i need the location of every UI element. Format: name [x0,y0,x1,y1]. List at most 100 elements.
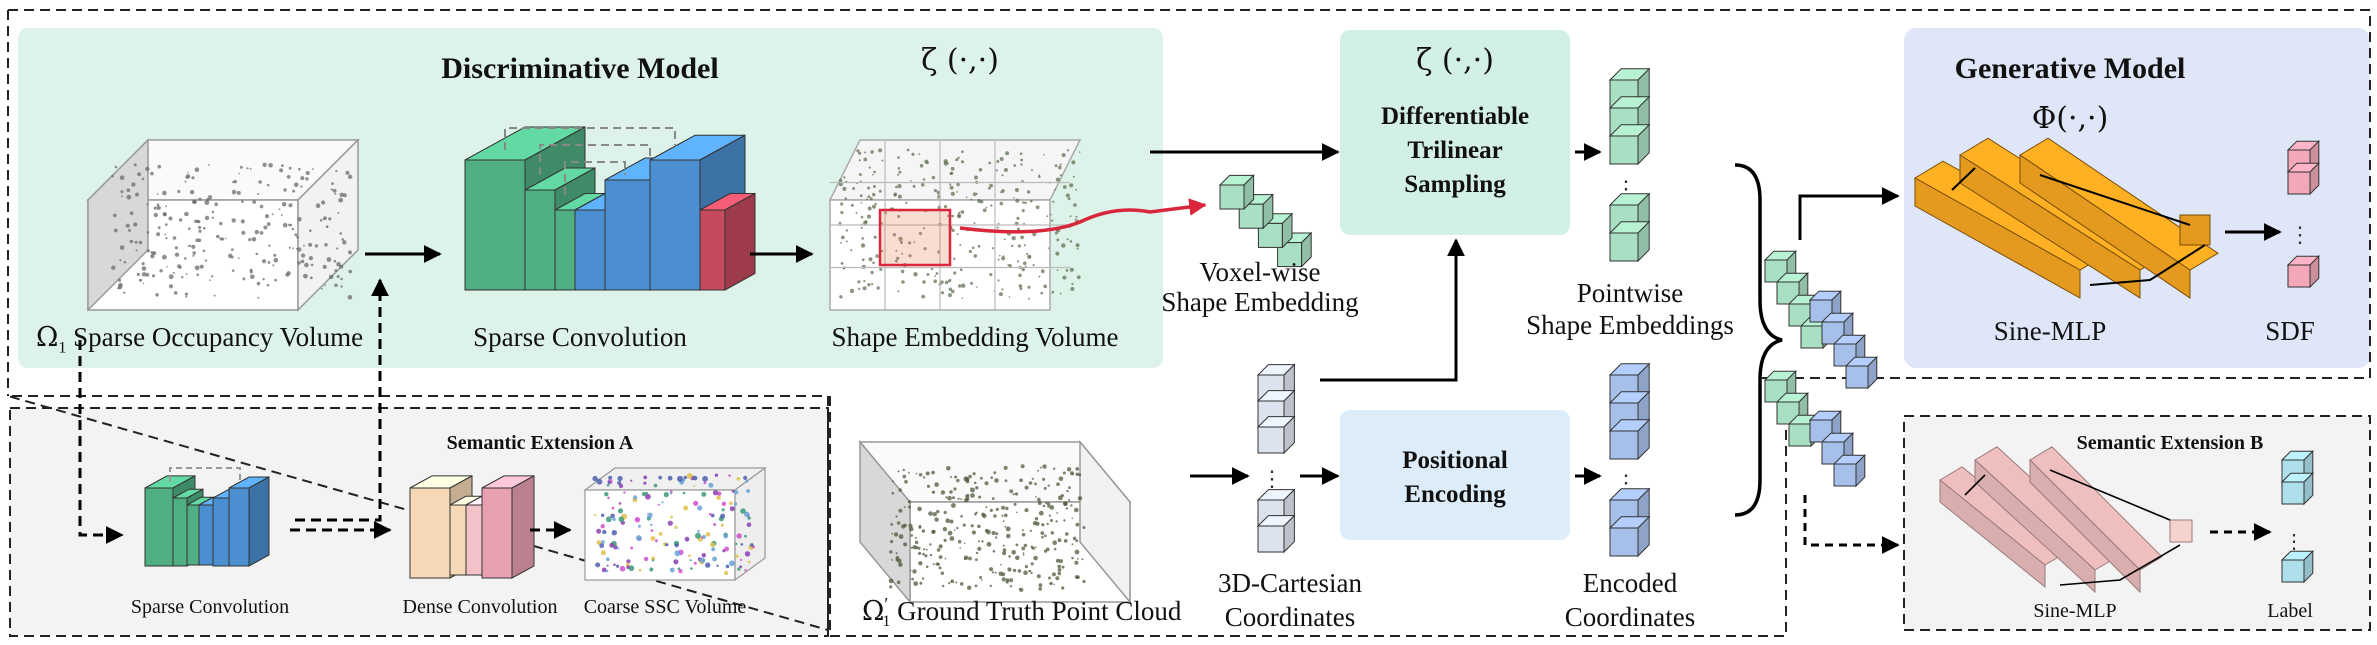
shape-volume-point [1026,190,1031,194]
ground-truth-cloud-point [1035,496,1037,498]
shape-volume-point [840,235,845,240]
ground-truth-cloud-point [909,526,914,532]
shape-volume-point [860,243,866,248]
shape-volume-point [951,228,955,232]
shape-volume-point [1008,296,1011,298]
ground-truth-cloud-point [898,534,904,539]
ground-truth-cloud-point [959,547,961,549]
ground-truth-cloud-point [1071,543,1074,546]
sparse-occupancy-volume-point [347,295,353,300]
ground-truth-cloud-point [938,555,943,559]
pointwise-label-line2: Shape Embeddings [1526,310,1734,340]
shape-volume-point [1071,282,1074,286]
ssc-point [630,546,634,550]
sparse-occupancy-volume-point [248,238,252,242]
shape-volume-point [867,195,871,199]
shape-volume-point [1032,264,1035,267]
shape-volume-point [897,167,901,170]
ssc-point [716,495,721,500]
sparse-occupancy-volume-point [202,249,206,253]
shape-volume-point [978,168,983,172]
ground-truth-cloud-point [911,577,914,581]
sparse-occupancy-volume-point [320,287,323,290]
ground-truth-cloud-point [1075,522,1080,527]
shape-volume-point [858,287,861,290]
ground-truth-cloud-point [943,510,947,515]
ground-truth-cloud-point [975,551,979,555]
ssc-point [643,556,649,562]
ssc-point [712,490,719,496]
ground-truth-cloud-point [978,495,982,499]
ssc-point [723,570,729,576]
sparse-occupancy-volume-point [156,203,160,207]
sparse-occupancy-volume-point [288,223,291,227]
sparse-occupancy-volume-point [138,278,143,282]
shape-volume-point [900,269,905,274]
pointwise-embedding-bottom-cube-side [1637,220,1650,263]
shape-volume-point [990,204,993,207]
sparse-occupancy-volume-point [197,220,201,224]
ground-truth-cloud-point [1063,539,1068,543]
shape-volume-point [960,160,965,164]
shape-volume-point [867,206,872,211]
dashed-arrow-to-sem-b [1803,495,1900,554]
shape-volume-point [958,284,962,288]
ground-truth-cloud-point [1071,517,1074,520]
sparse-occupancy-volume-point [271,213,274,216]
mlp-connection [2089,244,2206,286]
ssc-point [601,513,605,517]
ssc-point [744,534,747,538]
ssc-point [669,567,675,573]
sparse-occupancy-volume-point [185,175,189,179]
ground-truth-cloud-point [973,481,977,485]
ssc-point [740,508,746,514]
sparse-occupancy-volume-point [336,261,341,267]
ssc-point [701,553,706,558]
sparse-occupancy-volume-point [156,232,161,237]
ground-truth-cloud-point [896,580,901,585]
shape-volume-point [878,148,883,153]
voxel-wise-embedding-cube-front [1219,184,1245,210]
ground-truth-cloud-point [1007,567,1012,572]
ground-truth-cloud-point [986,541,992,547]
shape-volume-point [895,256,900,261]
sparse-occupancy-volume-point [266,283,270,287]
shape-volume-point [845,240,848,243]
ground-truth-cloud-point [970,487,975,493]
sparse-occupancy-volume-point [219,221,223,226]
omega-prime-subscript: 1 [882,613,891,631]
ground-truth-cloud-point [1037,497,1041,502]
ground-truth-cloud-point [1034,517,1039,521]
ground-truth-cloud-point [1052,540,1057,545]
sparse-occupancy-volume-point [254,229,259,235]
ground-truth-cloud-point [914,536,917,539]
sparse-occupancy-volume-point [348,269,353,274]
sparse-occupancy-volume-point [185,273,188,276]
sparse-occupancy-volume-point [295,247,298,250]
ground-truth-cloud-point [914,540,919,545]
ground-truth-cloud-point [936,509,940,514]
sparse-occupancy-volume-point [164,233,167,236]
shape-volume-point [1075,243,1080,248]
ground-truth-cloud-point [896,521,901,525]
ground-truth-cloud-point [936,548,941,552]
ground-truth-cloud-point [1066,489,1069,493]
ground-truth-cloud-point [1057,568,1062,572]
sparse-occupancy-volume-point [128,228,131,232]
ssc-point [592,475,598,482]
shape-volume-point [933,189,938,193]
sparse-occupancy-volume-point [137,172,142,177]
sparse-occupancy-volume-point [225,237,227,240]
sparse-occupancy-volume-point [300,185,303,188]
sparse-occupancy-volume-point [123,260,127,264]
ground-truth-cloud-point [946,466,951,471]
sparse-occupancy-volume-point [198,197,202,201]
shape-volume-point [961,283,966,288]
ssc-point [617,475,623,482]
label-ellipsis: ⋮ [2284,531,2304,553]
ssc-point [714,473,719,477]
shape-volume-point [935,272,939,275]
ground-truth-cloud-point [1022,554,1025,556]
shape-volume-point [918,153,921,156]
